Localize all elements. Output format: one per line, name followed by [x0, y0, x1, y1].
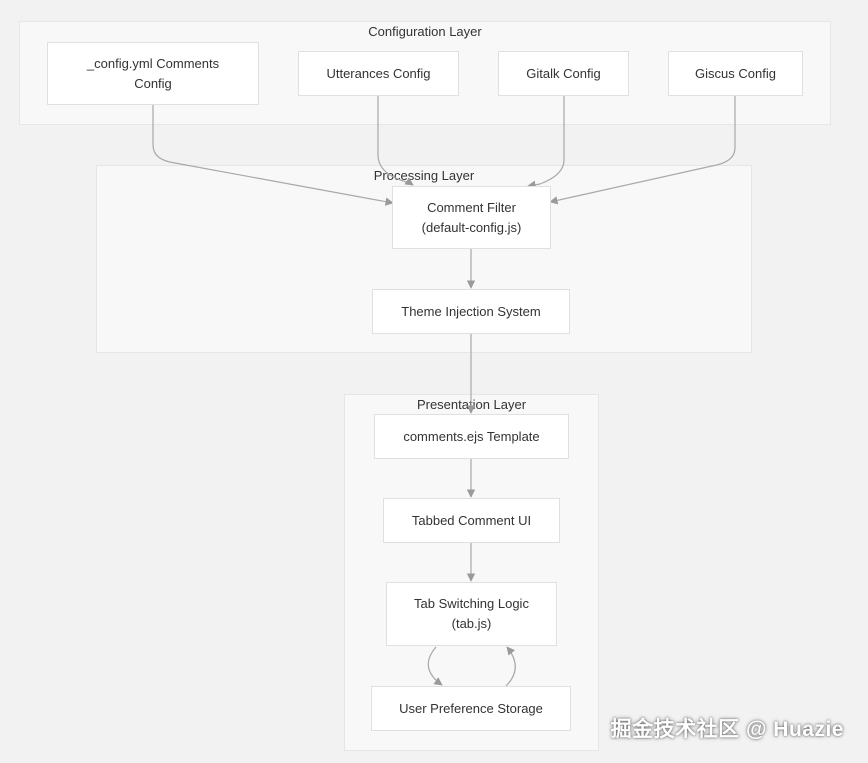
node-giscus-config: Giscus Config: [668, 51, 803, 96]
node-tabbed-comment-ui: Tabbed Comment UI: [383, 498, 560, 543]
edge-gitalk-to-filter: [527, 96, 565, 189]
edge-config-yml-to-filter: [152, 105, 394, 206]
edge-pref-to-logic: [505, 646, 516, 687]
watermark: 掘金技术社区 @ Huazie: [610, 718, 844, 741]
edge-utterances-to-filter: [377, 96, 414, 186]
node-config-yml: _config.yml Comments Config: [47, 42, 259, 105]
edge-giscus-to-filter: [549, 96, 736, 205]
node-user-preference-storage: User Preference Storage: [371, 686, 571, 731]
edge-logic-to-pref: [427, 646, 443, 686]
node-theme-injection: Theme Injection System: [372, 289, 570, 334]
node-comment-filter: Comment Filter (default-config.js): [392, 186, 551, 249]
node-utterances-config: Utterances Config: [298, 51, 459, 96]
node-gitalk-config: Gitalk Config: [498, 51, 629, 96]
node-comments-template: comments.ejs Template: [374, 414, 569, 459]
node-tab-switching-logic: Tab Switching Logic (tab.js): [386, 582, 557, 646]
configuration-layer-title: Configuration Layer: [368, 24, 482, 39]
